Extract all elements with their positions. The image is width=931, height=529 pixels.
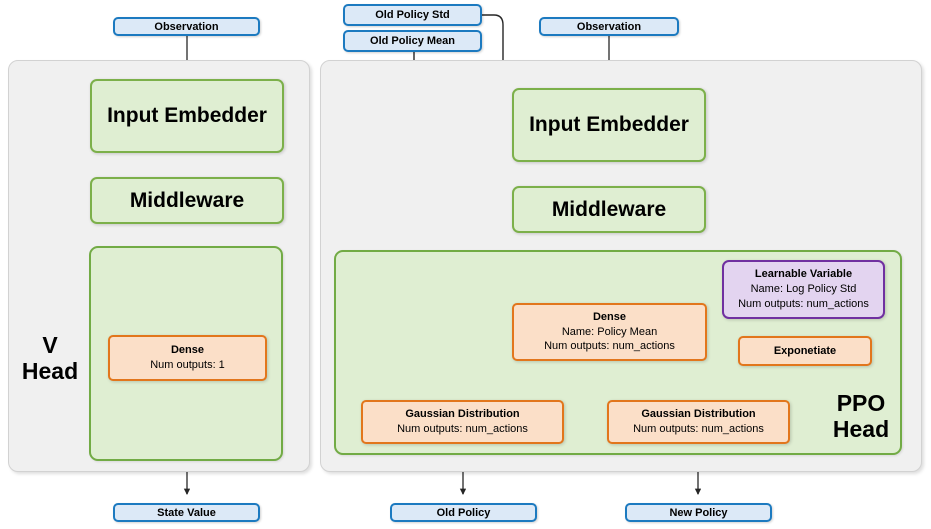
v-head-label-line1: V xyxy=(42,332,58,359)
v-observation-label: Observation xyxy=(154,20,219,33)
v-middleware-label: Middleware xyxy=(129,188,245,212)
ppo-middleware-box[interactable]: Middleware xyxy=(512,186,706,233)
v-head-label: V Head xyxy=(18,330,82,388)
exponetiate-box[interactable]: Exponetiate xyxy=(738,336,872,366)
old-policy-std-label: Old Policy Std xyxy=(375,9,450,21)
gaussian-old-num-outputs: Num outputs: num_actions xyxy=(397,423,528,435)
ppo-dense-num-outputs: Num outputs: num_actions xyxy=(544,340,675,353)
learnable-variable-title: Learnable Variable xyxy=(754,268,853,281)
ppo-dense-name: Name: Policy Mean xyxy=(561,325,658,338)
ppo-input-embedder-label: Input Embedder xyxy=(529,113,689,136)
old-policy-mean-label: Old Policy Mean xyxy=(370,35,455,47)
learnable-variable-box[interactable]: Learnable Variable Name: Log Policy Std … xyxy=(722,260,885,319)
v-dense-num-outputs: Num outputs: 1 xyxy=(150,359,225,371)
gaussian-old-title: Gaussian Distribution xyxy=(405,408,520,421)
ppo-head-label: PPO Head xyxy=(820,388,902,446)
v-dense-box[interactable]: Dense Num outputs: 1 xyxy=(108,335,267,381)
learnable-variable-num-outputs: Num outputs: num_actions xyxy=(738,297,869,310)
old-policy-output-box[interactable]: Old Policy xyxy=(390,503,537,522)
new-policy-output-label: New Policy xyxy=(669,506,728,519)
ppo-observation-box[interactable]: Observation xyxy=(539,17,679,36)
ppo-observation-label: Observation xyxy=(576,20,642,33)
state-value-label: State Value xyxy=(157,506,216,519)
v-observation-box[interactable]: Observation xyxy=(113,17,260,36)
old-policy-mean-box[interactable]: Old Policy Mean xyxy=(343,30,482,52)
gaussian-distribution-old-box[interactable]: Gaussian Distribution Num outputs: num_a… xyxy=(361,400,564,444)
v-dense-title: Dense xyxy=(170,344,205,357)
v-head-label-line2: Head xyxy=(21,358,79,384)
v-input-embedder-label: Input Embedder xyxy=(107,104,267,127)
ppo-input-embedder-box[interactable]: Input Embedder xyxy=(512,88,706,162)
ppo-head-label-line2: Head xyxy=(832,416,890,442)
gaussian-distribution-new-box[interactable]: Gaussian Distribution Num outputs: num_a… xyxy=(607,400,790,444)
state-value-box[interactable]: State Value xyxy=(113,503,260,522)
ppo-dense-policy-mean-box[interactable]: Dense Name: Policy Mean Num outputs: num… xyxy=(512,303,707,361)
ppo-dense-title: Dense xyxy=(592,311,627,324)
v-input-embedder-box[interactable]: Input Embedder xyxy=(90,79,284,153)
gaussian-new-title: Gaussian Distribution xyxy=(641,408,756,421)
ppo-head-label-line1: PPO xyxy=(836,390,886,417)
old-policy-output-label: Old Policy xyxy=(436,506,491,519)
learnable-variable-name: Name: Log Policy Std xyxy=(750,283,857,296)
gaussian-new-num-outputs: Num outputs: num_actions xyxy=(633,423,764,435)
old-policy-std-box[interactable]: Old Policy Std xyxy=(343,4,482,26)
new-policy-output-box[interactable]: New Policy xyxy=(625,503,772,522)
ppo-middleware-label: Middleware xyxy=(551,197,667,221)
exponetiate-title: Exponetiate xyxy=(773,344,837,357)
v-middleware-box[interactable]: Middleware xyxy=(90,177,284,224)
